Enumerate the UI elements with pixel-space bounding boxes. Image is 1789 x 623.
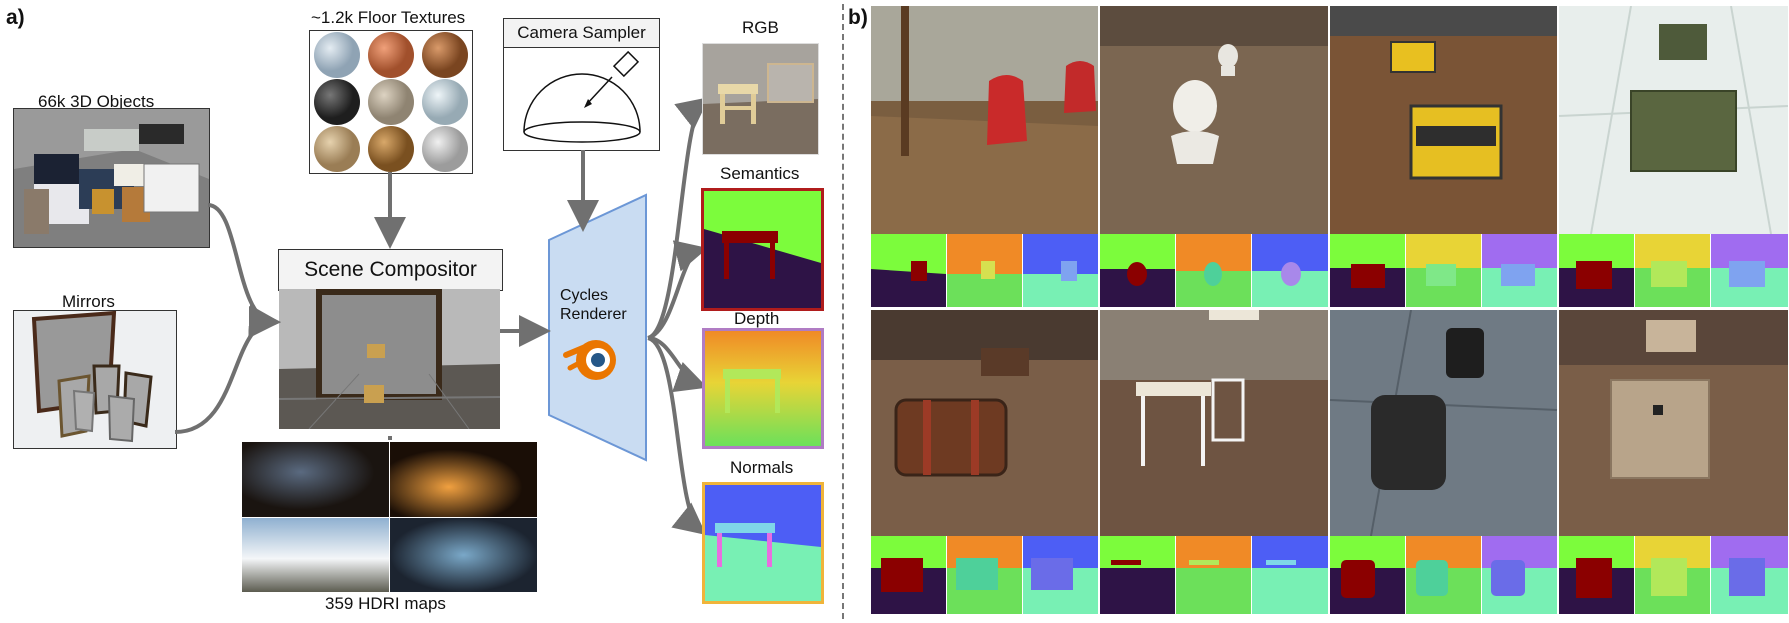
output-label-depth: Depth xyxy=(734,309,780,328)
example-chest-maps xyxy=(871,536,1098,614)
mirrors-thumbnail xyxy=(13,310,177,449)
output-semantics-image xyxy=(701,188,824,311)
example-desk-maps xyxy=(1100,536,1328,614)
example-suitcase-maps xyxy=(1330,536,1557,614)
output-rgb-image xyxy=(702,43,819,155)
camera-dome-icon xyxy=(523,50,641,143)
panel-divider xyxy=(842,4,844,619)
example-generator-image xyxy=(1330,6,1557,234)
pipeline-arrows xyxy=(174,97,710,536)
objects-label: 66k 3D Objects xyxy=(38,92,155,111)
renderer-shape xyxy=(548,193,647,462)
example-bust-maps xyxy=(1100,234,1328,307)
textures-label: ~1.2k Floor Textures xyxy=(311,8,466,27)
example-ammobox-maps xyxy=(1559,234,1788,307)
example-backpack-image xyxy=(871,6,1098,234)
arrow-renderer-rgb xyxy=(647,97,710,340)
camera-sampler-box: Camera Sampler xyxy=(503,18,660,151)
example-chest-image xyxy=(871,310,1098,536)
example-ammobox-image xyxy=(1558,6,1788,235)
textures-thumbnail xyxy=(309,30,473,174)
mirrors-render-image xyxy=(14,311,176,448)
example-crate-image xyxy=(1559,310,1788,536)
example-crate-maps xyxy=(1559,536,1788,614)
arrow-renderer-semantics xyxy=(647,240,708,340)
arrow-renderer-normals xyxy=(647,336,707,536)
output-label-rgb: RGB xyxy=(742,18,779,37)
renderer-label-line1: Cycles xyxy=(560,287,609,304)
camera-sampler-label: Camera Sampler xyxy=(504,19,659,48)
example-grid-row-1 xyxy=(871,6,1788,307)
hdri-maps-image xyxy=(242,442,537,592)
output-depth-image xyxy=(702,328,824,449)
example-grid-row-2 xyxy=(871,310,1788,614)
arrow-mirrors-compositor xyxy=(174,306,281,434)
scene-compositor-label: Scene Compositor xyxy=(278,249,503,291)
output-label-normals: Normals xyxy=(730,458,794,477)
texture-spheres-image xyxy=(314,32,468,172)
panel-a-label: a) xyxy=(6,6,25,29)
blender-logo-icon xyxy=(563,340,616,380)
example-backpack-maps xyxy=(871,234,1098,307)
furniture-render-image xyxy=(14,109,209,247)
example-suitcase-image xyxy=(1329,310,1558,537)
arrow-objects-compositor xyxy=(207,203,281,337)
compositor-scene-image xyxy=(279,289,500,429)
panel-b-label: b) xyxy=(848,6,868,29)
example-generator-maps xyxy=(1330,234,1557,307)
renderer-label-line2: Renderer xyxy=(560,306,627,323)
objects-thumbnail xyxy=(13,108,210,248)
output-label-semantics: Semantics xyxy=(720,164,800,183)
output-normals-image xyxy=(702,482,824,604)
example-bust-image xyxy=(1100,6,1328,234)
hdri-label: 359 HDRI maps xyxy=(325,594,446,613)
example-desk-image xyxy=(1100,310,1328,536)
mirrors-label: Mirrors xyxy=(62,292,115,311)
